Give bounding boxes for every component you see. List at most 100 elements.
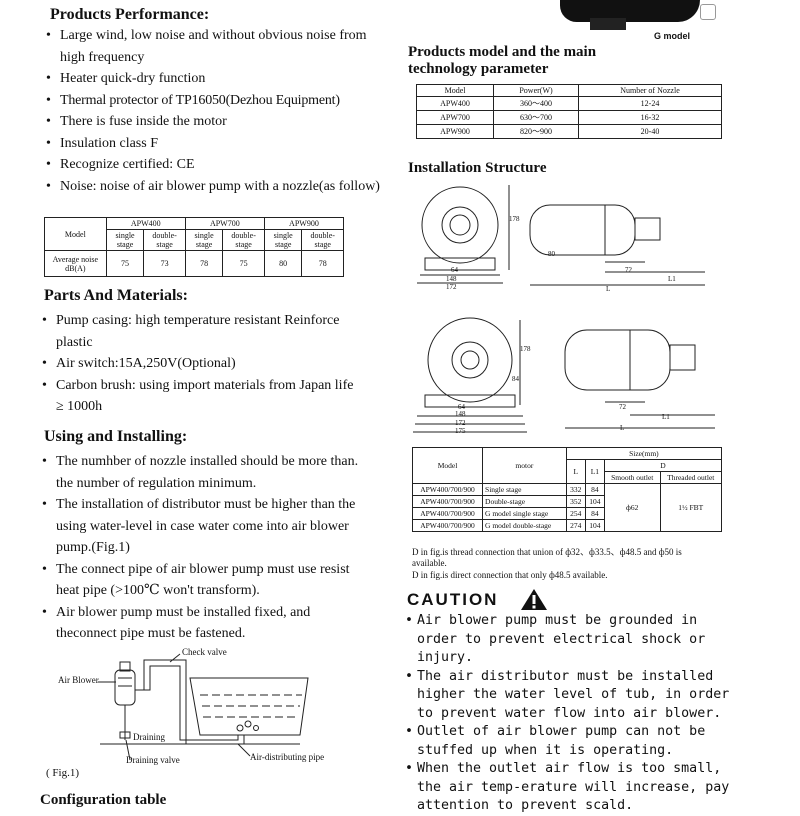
base-plate [424,394,516,408]
table-cell: 254 [565,507,586,520]
g-model-photo-base [590,18,626,30]
draining-label: Draining [133,732,165,742]
table-cell: Single stage [482,483,567,496]
table-cell: Average noise dB(A) [44,250,107,277]
size-table: Model motor Size(mm) L L1 D Smooth outle… [411,447,723,532]
caution-list: Air blower pump must be grounded in orde… [405,612,735,816]
list-item: Thermal protector of TP16050(Dezhou Equi… [46,90,381,112]
dim-label: 64 [458,403,465,411]
side-outlet [669,344,696,371]
table-cell: double-stage [222,229,265,251]
table-cell: APW400/700/900 [411,507,484,520]
table-cell: 352 [565,495,586,508]
check-valve-label: Check valve [182,647,227,657]
table-cell: 78 [301,250,344,277]
table-header: Model [411,447,484,484]
table-cell: Double-stage [482,495,567,508]
housing-outline [421,186,499,264]
bubble [253,725,259,731]
list-item: When the outlet air flow is too small, t… [405,760,735,816]
note-direct: D in fig.is direct connection that only … [412,570,608,580]
table-cell: APW400 [415,96,495,111]
model-section-title: Products model and the main technology p… [408,44,597,77]
air-pipe-label: Air-distributing pipe [250,752,325,762]
fig1-diagram [98,653,309,761]
housing-outline [427,317,513,403]
inlet-ring [451,341,489,379]
list-item: Insulation class F [46,133,381,155]
table-header: Model [415,84,495,97]
table-cell: 820～900 [493,124,579,139]
base-plate [424,257,496,271]
table-cell: 332 [565,483,586,496]
table-header: L [565,459,586,484]
caution-title: CAUTION [407,590,499,609]
table-header: Smooth outlet [603,471,661,484]
draining-valve-label: Draining valve [126,755,180,765]
table-cell: 75 [105,250,145,277]
draining-valve-shape [119,731,131,739]
list-item: The numhber of nozzle installed should b… [42,451,372,494]
warning-icon [521,589,547,610]
dim-label: L1 [662,413,670,421]
dim-label: 72 [625,266,632,274]
list-item: Carbon brush: using import materials fro… [42,375,362,418]
table-cell: 78 [184,250,224,277]
tub-shape [189,677,309,736]
table-cell: G model double-stage [482,519,567,532]
dim-label: L1 [668,275,676,283]
list-item: Air blower pump must be grounded in orde… [405,612,735,668]
noise-table-model-header: Model [44,217,107,251]
list-item: Pump casing: high temperature resistant … [42,310,362,353]
table-cell: APW400/700/900 [411,495,484,508]
table-cell: 75 [222,250,265,277]
air-blower-shape [114,669,136,706]
g-model-caption: G model [654,31,691,41]
dim-label: 175 [455,427,466,435]
dim-label: 148 [446,275,457,283]
list-item: There is fuse inside the motor [46,111,381,133]
bubble [244,720,252,728]
dim-label: L [606,285,611,293]
g-model-photo-outlet [700,4,716,20]
parts-title: Parts And Materials: [44,287,188,304]
table-cell: 360～400 [493,96,579,111]
side-outlet [634,217,661,241]
dim-label: 172 [455,419,466,427]
inlet-core [449,214,471,236]
table-cell: 20-40 [577,124,723,139]
list-item: Large wind, low noise and without obviou… [46,25,381,68]
table-cell: double-stage [143,229,186,251]
blower-cap [119,661,131,672]
table-cell: APW700 [415,110,495,125]
table-cell: APW400/700/900 [411,519,484,532]
dim-label: L [620,424,625,432]
table-cell: 1½ FBT [659,483,723,532]
table-cell: 104 [584,519,605,532]
list-item: Noise: noise of air blower pump with a n… [46,176,381,198]
performance-list: Large wind, low noise and without obviou… [46,25,381,197]
table-cell: APW400/700/900 [411,483,484,496]
table-cell: G model single stage [482,507,567,520]
list-item: Air blower pump must be installed fixed,… [42,602,372,645]
leader-line [125,739,131,761]
table-cell: 84 [584,483,605,496]
table-header: Size(mm) [565,447,723,460]
table-cell: single stage [105,229,145,251]
air-pipe [135,665,239,741]
table-header: Number of Nozzle [577,84,723,97]
list-item: Air switch:15A,250V(Optional) [42,353,362,375]
dim-label: 178 [520,345,531,353]
table-cell: 12-24 [577,96,723,111]
inlet-ring [441,206,479,244]
leader-line [237,743,251,757]
list-item: The installation of distributor must be … [42,494,372,559]
table-cell: 630～700 [493,110,579,125]
table-cell: APW900 [415,124,495,139]
list-item: The air distributor must be installed hi… [405,668,735,724]
dim-label: 84 [512,375,519,383]
dim-label: 72 [619,403,626,411]
dim-label: 80 [548,250,555,258]
noise-table: Model APW400 APW700 APW900 single stage … [44,217,345,277]
